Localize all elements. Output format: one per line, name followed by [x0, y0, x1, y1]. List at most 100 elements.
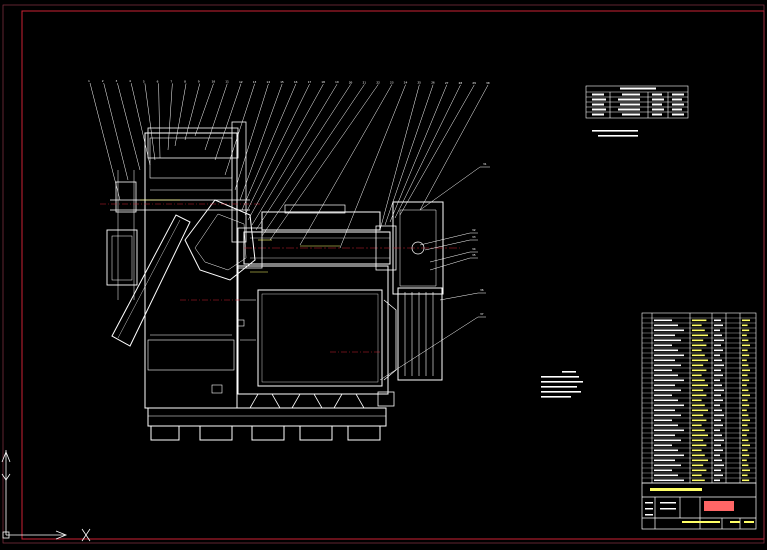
- bom-cell-mark: [714, 439, 724, 442]
- bom-cell-mark: [654, 419, 672, 422]
- bom-row-lines: [642, 317, 756, 479]
- bom-cell-mark: [654, 374, 678, 377]
- title-block: [641, 482, 757, 530]
- leader-line: [339, 84, 406, 249]
- leader-line: [261, 84, 365, 237]
- balloon-15: 15: [280, 80, 284, 84]
- bom-cell-mark: [714, 394, 721, 397]
- bom-cell-mark: [742, 354, 750, 357]
- leader-line: [130, 83, 151, 166]
- balloon-28: 28: [459, 81, 463, 85]
- bom-cell-mark: [654, 329, 684, 332]
- leader-line: [241, 83, 297, 211]
- bom-cell-mark: [654, 354, 684, 357]
- bom-cell-mark: [714, 379, 720, 382]
- bom-cell-mark: [654, 464, 681, 467]
- balloon-27: 27: [445, 81, 449, 85]
- leader-line: [89, 82, 121, 201]
- dimension-accents: [140, 199, 340, 273]
- balloon-16: 16: [294, 80, 298, 84]
- bom-cell-mark: [714, 374, 723, 377]
- balloon-2: 2: [102, 79, 104, 83]
- bom-cell-mark: [654, 349, 678, 352]
- sheet-outer-frame: [2, 4, 765, 544]
- bom-cell-mark: [692, 329, 705, 332]
- leader-line: [384, 84, 434, 226]
- title-block-fill: [645, 488, 754, 523]
- bom-cell-mark: [692, 389, 704, 392]
- leader-line: [255, 84, 351, 231]
- bom-cell-mark: [742, 334, 747, 337]
- bom-cell-mark: [692, 459, 708, 462]
- bom-cell-mark: [714, 459, 722, 462]
- bom-cell-mark: [714, 399, 723, 402]
- bom-cell-mark: [692, 424, 702, 427]
- bom-cell-mark: [742, 419, 750, 422]
- balloon-14: 14: [266, 80, 270, 84]
- bom-cell-mark: [692, 334, 708, 337]
- balloon-20: 20: [349, 80, 353, 84]
- bom-cell-mark: [654, 379, 684, 382]
- bom-cell-mark: [714, 349, 723, 352]
- balloon-6: 6: [157, 79, 159, 83]
- bom-cell-mark: [714, 384, 722, 387]
- bom-cell-mark: [692, 359, 708, 362]
- bom-cell-mark: [742, 384, 747, 387]
- bom-cell-mark: [654, 429, 684, 432]
- bom-cell-mark: [714, 464, 724, 467]
- bom-cell-mark: [714, 364, 724, 367]
- ucs-axis-icon: [1, 450, 91, 542]
- bom-cell-mark: [654, 424, 678, 427]
- bom-cell-mark: [654, 474, 678, 477]
- side-balloon-35: 35: [472, 253, 476, 257]
- bom-cell-mark: [692, 474, 702, 477]
- bom-cell-mark: [654, 344, 672, 347]
- bom-cell-mark: [742, 444, 750, 447]
- bom-cell-mark: [692, 464, 704, 467]
- bom-cell-mark: [654, 454, 684, 457]
- balloon-3: 3: [115, 79, 117, 83]
- bom-cell-mark: [742, 429, 750, 432]
- leader-line: [117, 83, 141, 171]
- balloon-11: 11: [225, 80, 229, 84]
- side-balloon-36: 36: [480, 288, 484, 292]
- bom-cell-mark: [742, 399, 748, 402]
- leader-line: [158, 83, 161, 159]
- bom-cell-mark: [692, 324, 702, 327]
- bom-cell-mark: [654, 439, 681, 442]
- balloon-17: 17: [308, 80, 312, 84]
- bom-cell-mark: [654, 339, 681, 342]
- leader-line: [419, 84, 489, 211]
- bom-cell-mark: [692, 419, 707, 422]
- bom-cell-mark: [742, 404, 750, 407]
- bom-cell-mark: [654, 479, 684, 482]
- balloon-19: 19: [335, 80, 339, 84]
- side-balloon-33: 33: [472, 235, 476, 239]
- technical-parameters-fill: [592, 87, 684, 116]
- bom-cell-mark: [692, 454, 705, 457]
- balloon-9: 9: [198, 80, 200, 84]
- leader-line: [379, 84, 420, 231]
- bom-cell-mark: [714, 319, 721, 322]
- bom-cell-mark: [654, 414, 681, 417]
- bom-cell-mark: [692, 439, 704, 442]
- balloon-26: 26: [431, 81, 435, 85]
- technical-parameters-table: [585, 85, 689, 119]
- leader-line: [247, 84, 324, 221]
- bom-cell-mark: [714, 469, 721, 472]
- bom-cell-mark: [742, 474, 748, 477]
- balloon-21: 21: [362, 80, 366, 84]
- bom-cell-mark: [742, 369, 750, 372]
- bom-cell-mark: [692, 349, 702, 352]
- leader-line: [103, 83, 129, 181]
- bom-cell-mark: [714, 424, 723, 427]
- bom-cell-mark: [654, 469, 672, 472]
- leader-line: [204, 83, 228, 151]
- bom-cell-mark: [742, 329, 750, 332]
- bom-cell-text: [654, 319, 750, 482]
- bom-cell-mark: [714, 434, 722, 437]
- leader-line: [244, 83, 310, 216]
- bom-cell-mark: [714, 479, 720, 482]
